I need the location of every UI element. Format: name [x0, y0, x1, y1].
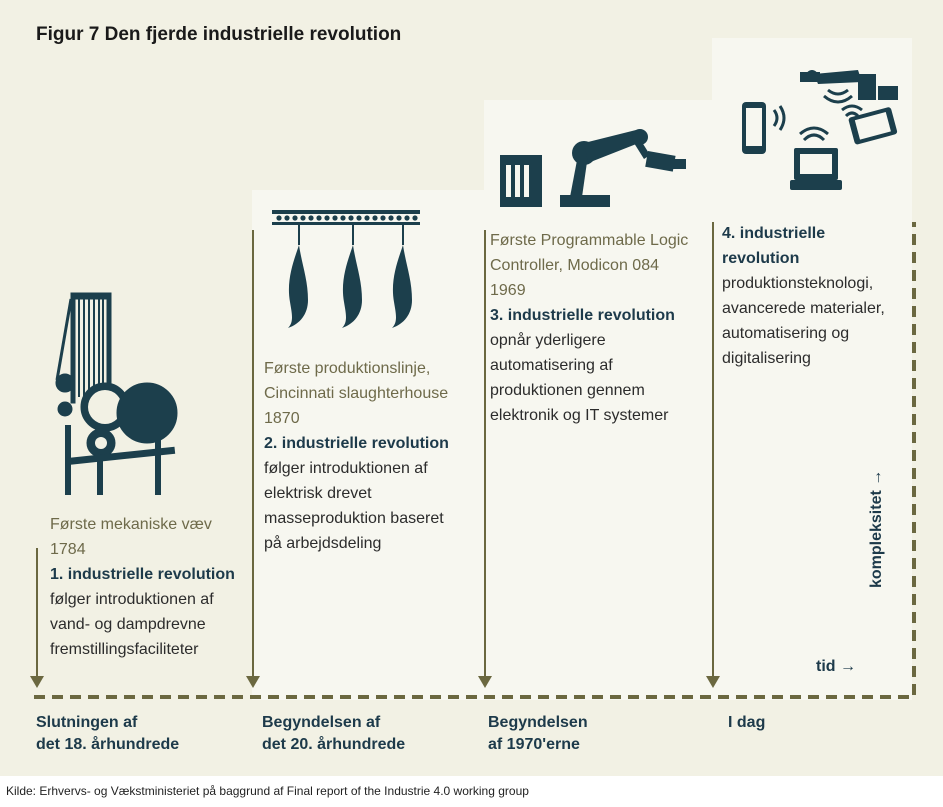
stage-2-desc-line-1: følger introduktionen af: [264, 460, 428, 477]
era-1-line-1: Slutningen af: [36, 714, 138, 731]
arrow-head-4: [706, 676, 720, 688]
arrow-line-4: [712, 222, 714, 678]
stage-4-desc-line-2: avancerede materialer,: [722, 300, 885, 317]
stage-3-invention-line-3: 1969: [490, 282, 526, 299]
era-3: Begyndelsen af 1970'erne: [488, 712, 588, 756]
dashed-axis: [34, 222, 916, 699]
era-2: Begyndelsen af det 20. århundrede: [262, 712, 405, 756]
era-2-line-1: Begyndelsen af: [262, 714, 381, 731]
stage-2-desc-line-3: masseproduktion baseret: [264, 510, 444, 527]
x-axis-label: tid →: [816, 658, 856, 675]
stage-4-heading-line-2: revolution: [722, 250, 800, 267]
stage-1-invention-line-1: Første mekaniske væv: [50, 516, 212, 533]
stage-2-invention-line-1: Første produktionslinje,: [264, 360, 431, 377]
stage-2-heading: 2. industrielle revolution: [264, 435, 449, 452]
stage-3-desc-line-4: elektronik og IT systemer: [490, 407, 669, 424]
stage-1-desc-line-3: fremstillingsfaciliteter: [50, 641, 199, 658]
source-note: Kilde: Erhvervs- og Vækstministeriet på …: [6, 784, 529, 798]
stage-2-desc-line-2: elektrisk drevet: [264, 485, 372, 502]
figure-title: Figur 7 Den fjerde industrielle revoluti…: [36, 24, 402, 45]
era-1: Slutningen af det 18. århundrede: [36, 712, 179, 756]
stage-1-desc-line-1: følger introduktionen af: [50, 591, 214, 608]
stage-4-text: 4. industrielle revolution produktionste…: [722, 221, 902, 371]
arrow-head-1: [30, 676, 44, 688]
stage-1-heading: 1. industrielle revolution: [50, 566, 235, 583]
era-2-line-2: det 20. århundrede: [262, 736, 406, 753]
stage-3-invention-line-2: Controller, Modicon 084: [490, 257, 659, 274]
stage-4-desc-line-4: digitalisering: [722, 350, 811, 367]
stage-2-invention-line-2: Cincinnati slaughterhouse: [264, 385, 449, 402]
stage-3-heading: 3. industrielle revolution: [490, 307, 675, 324]
robot-arm-plc-icon: [500, 129, 686, 207]
stage-3-text: Første Programmable Logic Controller, Mo…: [490, 228, 710, 428]
stage-2-text: Første produktionslinje, Cincinnati slau…: [264, 356, 479, 556]
arrow-line-2: [252, 230, 254, 678]
mechanical-loom-icon: [55, 292, 178, 495]
connected-devices-icon: [742, 70, 898, 190]
arrow-line-1: [36, 548, 38, 678]
stage-1-desc-line-2: vand- og dampdrevne: [50, 616, 206, 633]
era-3-line-1: Begyndelsen: [488, 714, 588, 731]
era-1-line-2: det 18. århundrede: [36, 736, 180, 753]
stage-4-heading-line-1: 4. industrielle: [722, 225, 826, 242]
y-axis-label: kompleksitet →: [868, 469, 885, 588]
stage-2-invention-line-3: 1870: [264, 410, 300, 427]
stage-4-desc-line-1: produktionsteknologi,: [722, 275, 874, 292]
stage-3-desc-line-1: opnår yderligere: [490, 332, 606, 349]
production-line-icon: [272, 210, 420, 328]
stage-3-desc-line-3: produktionen gennem: [490, 382, 645, 399]
stage-3-desc-line-2: automatisering af: [490, 357, 613, 374]
stage-1-invention-line-2: 1784: [50, 541, 86, 558]
era-4: I dag: [728, 712, 765, 734]
era-3-line-2: af 1970'erne: [488, 736, 580, 753]
era-4-line-1: I dag: [728, 714, 766, 731]
arrow-head-2: [246, 676, 260, 688]
stage-1-text: Første mekaniske væv 1784 1. industriell…: [50, 512, 250, 662]
stage-2-desc-line-4: på arbejdsdeling: [264, 535, 382, 552]
arrow-line-3: [484, 230, 486, 678]
stage-4-desc-line-3: automatisering og: [722, 325, 850, 342]
arrow-head-3: [478, 676, 492, 688]
stage-3-invention-line-1: Første Programmable Logic: [490, 232, 689, 249]
